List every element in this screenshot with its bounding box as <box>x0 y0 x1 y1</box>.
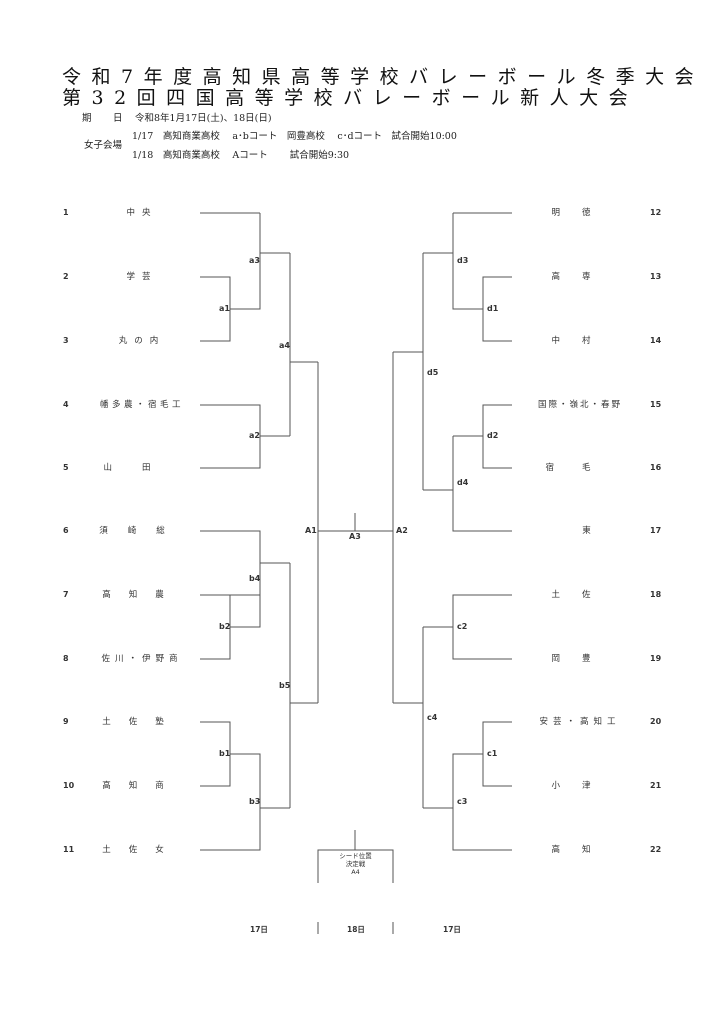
team-name: 須崎総 <box>99 526 185 536</box>
bracket-line-d2 <box>453 404 512 469</box>
venue-label: 女子会場 <box>84 140 123 151</box>
title-line-1: 令和7年度高知県高等学校バレーボール冬季大会 <box>62 66 705 88</box>
seed-number: 14 <box>650 336 662 345</box>
seed-match-line2: 決定戦 <box>345 860 366 868</box>
bracket-line-d3 <box>423 213 483 310</box>
venue-day2: 1/18 高知商業高校 Aコート 試合開始9:30 <box>132 150 350 161</box>
seed-match-line1: シード位置 <box>339 852 372 860</box>
match-label-a3: a3 <box>249 256 260 265</box>
seed-number: 19 <box>650 654 662 663</box>
bracket-line-a2 <box>200 404 290 469</box>
match-label-b3: b3 <box>249 797 261 806</box>
date-label: 期 日 <box>82 113 129 124</box>
match-label-c4: c4 <box>427 713 438 722</box>
seed-number: 13 <box>650 272 662 281</box>
team-name: 小津 <box>551 781 613 791</box>
team-name: 幡多農・宿毛工 <box>99 400 184 410</box>
team-name: 明徳 <box>551 208 613 218</box>
seed-number: 8 <box>63 654 69 663</box>
seed-number: 4 <box>63 400 69 409</box>
bracket-line-d5 <box>393 253 424 490</box>
match-label-d5: d5 <box>427 368 439 377</box>
match-label-c2: c2 <box>457 622 468 631</box>
seed-number: 17 <box>650 526 662 535</box>
bracket-line-d4 <box>423 436 512 532</box>
seed-number: 10 <box>63 781 75 790</box>
team-name: 山田 <box>103 463 181 473</box>
seed-number: 11 <box>63 845 75 854</box>
seed-number: 21 <box>650 781 662 790</box>
seed-number: 22 <box>650 845 662 854</box>
team-name: 国際・嶺北・春野 <box>537 400 622 410</box>
match-label-A2: A2 <box>396 526 408 535</box>
seed-match-line3: A4 <box>351 868 360 876</box>
seed-match-label: シード位置 決定戦 A4 <box>320 852 391 876</box>
bracket-line-b5 <box>289 563 318 808</box>
seed-number: 16 <box>650 463 662 472</box>
match-label-d1: d1 <box>487 304 499 313</box>
bracket-line-c2 <box>423 594 512 660</box>
team-name: 高専 <box>551 272 613 282</box>
bracket-line-A3 <box>318 513 393 532</box>
team-name: 宿毛 <box>545 463 619 473</box>
team-name: 東 <box>582 526 598 536</box>
seed-number: 5 <box>63 463 69 472</box>
match-label-d2: d2 <box>487 431 499 440</box>
match-label-a2: a2 <box>249 431 260 440</box>
seed-number: 12 <box>650 208 662 217</box>
match-label-b1: b1 <box>219 749 231 758</box>
team-name: 学芸 <box>126 272 158 282</box>
match-label-b2: b2 <box>219 622 231 631</box>
match-label-A3: A3 <box>349 532 361 541</box>
match-label-d3: d3 <box>457 256 469 265</box>
footer-center-day: 18日 <box>347 925 365 934</box>
team-name: 中央 <box>126 208 158 218</box>
match-label-A1: A1 <box>305 526 317 535</box>
seed-number: 7 <box>63 590 69 599</box>
seed-number: 9 <box>63 717 69 726</box>
match-label-c3: c3 <box>457 797 468 806</box>
team-name: 佐川・伊野商 <box>101 654 183 664</box>
bracket-line-team6 <box>200 530 261 596</box>
bracket-line-a4 <box>289 253 318 436</box>
team-name: 丸の内 <box>118 336 166 346</box>
team-name: 土佐 <box>551 590 613 600</box>
seed-number: 15 <box>650 400 662 409</box>
bracket-line-b3 <box>200 753 290 851</box>
bracket-line-A4 <box>317 830 394 883</box>
seed-number: 2 <box>63 272 69 281</box>
bracket-line-b4 <box>230 531 290 628</box>
team-name: 中村 <box>551 336 613 346</box>
match-label-d4: d4 <box>457 478 469 487</box>
footer-right-day: 17日 <box>443 925 461 934</box>
team-name: 高知農 <box>102 590 182 600</box>
match-label-c1: c1 <box>487 749 498 758</box>
title-line-2: 第32回四国高等学校バレーボール新人大会 <box>62 87 639 109</box>
date-value: 令和8年1月17日(土)、18日(日) <box>135 113 272 124</box>
seed-number: 6 <box>63 526 69 535</box>
bracket-line-a3 <box>230 213 290 310</box>
seed-number: 1 <box>63 208 69 217</box>
team-name: 岡豊 <box>551 654 613 664</box>
seed-number: 18 <box>650 590 662 599</box>
team-name: 高知商 <box>102 781 182 791</box>
venue-day1: 1/17 高知商業高校 a･bコート 岡豊高校 c･dコート 試合開始10:00 <box>132 131 457 142</box>
match-label-b4: b4 <box>249 574 261 583</box>
bracket-line-c4 <box>393 627 424 808</box>
footer-left-day: 17日 <box>250 925 268 934</box>
match-label-a4: a4 <box>279 341 290 350</box>
team-name: 高知 <box>551 845 613 855</box>
team-name: 土佐女 <box>102 845 182 855</box>
bracket-line-c3 <box>423 753 512 851</box>
match-label-a1: a1 <box>219 304 230 313</box>
team-name: 土佐塾 <box>102 717 182 727</box>
team-name: 安芸・高知工 <box>539 717 621 727</box>
match-label-b5: b5 <box>279 681 291 690</box>
seed-number: 20 <box>650 717 662 726</box>
seed-number: 3 <box>63 336 69 345</box>
